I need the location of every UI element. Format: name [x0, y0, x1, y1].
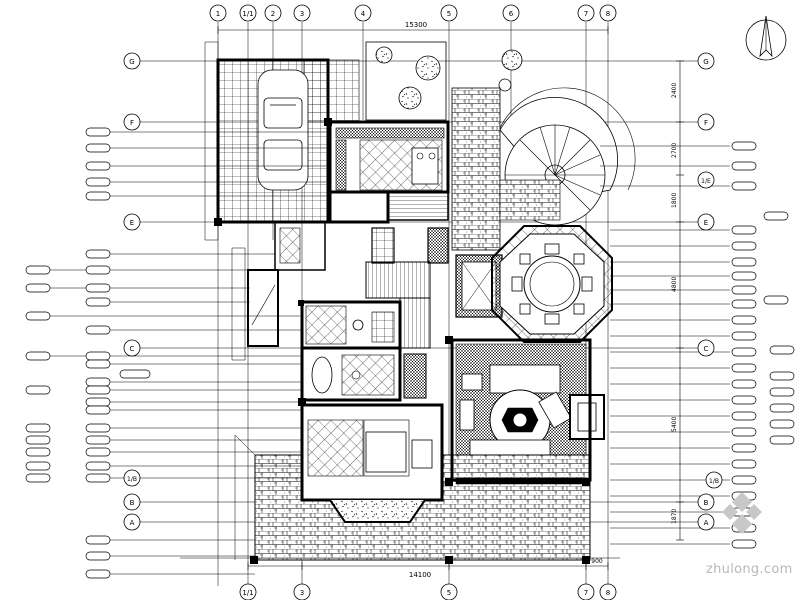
leader-lines-left	[50, 131, 330, 575]
grid-row-right-1: G	[703, 58, 708, 66]
grid-row-left-5: 1/B	[127, 476, 137, 483]
grid-row-left-2: F	[130, 119, 134, 127]
bottom-dimension	[247, 562, 609, 570]
tag-boxes-right	[731, 141, 795, 549]
grid-col-top-2: 1/1	[242, 10, 253, 18]
grid-col-top-5: 4	[361, 10, 366, 18]
grid-col-bottom-3: 5	[447, 589, 451, 597]
grid-row-right-6: 1/B	[709, 478, 719, 485]
north-arrow-icon	[745, 15, 787, 61]
grid-col-top-3: 2	[271, 10, 275, 18]
stone-path	[451, 87, 501, 251]
grid-bubbles-bottom	[239, 583, 617, 600]
right-dimension-labels: 2400 2700 1800 4800 5400 1870	[671, 83, 678, 524]
grid-row-left-1: G	[129, 58, 134, 66]
right-dim-5: 5400	[671, 417, 678, 432]
grid-col-top-4: 3	[300, 10, 304, 18]
grid-col-bottom-5: 8	[606, 589, 610, 597]
grid-col-top-7: 6	[509, 10, 514, 18]
right-dim-6: 1870	[671, 509, 678, 524]
top-dimension-label: 15300	[405, 21, 427, 29]
leader-lines-right	[600, 145, 730, 545]
grid-col-top-9: 8	[606, 10, 610, 18]
right-dim-1: 2400	[671, 83, 678, 98]
grid-col-bottom-4: 7	[584, 589, 588, 597]
watermark-logo-icon	[722, 492, 762, 534]
grid-col-top-8: 7	[584, 10, 588, 18]
grid-row-left-7: A	[130, 519, 135, 527]
tag-boxes-left	[25, 127, 151, 579]
grid-bubbles-left	[123, 52, 141, 531]
bottom-dimension-label: 14100	[409, 571, 431, 579]
right-dim-2: 2700	[671, 143, 678, 158]
watermark-text: zhulong.com	[706, 562, 793, 577]
grid-row-right-2: F	[704, 119, 708, 127]
right-dim-4: 4800	[671, 277, 678, 292]
bottom-right-dimension-label: 900	[591, 558, 603, 565]
grid-col-bottom-1: 1/1	[242, 589, 253, 597]
tree-icons	[375, 46, 523, 110]
grid-row-right-7: B	[704, 499, 709, 507]
grid-row-right-4: E	[704, 219, 708, 227]
grid-bubbles-top	[209, 4, 617, 22]
grid-bubbles-right	[697, 52, 723, 531]
car-icon	[257, 69, 309, 191]
grid-row-right-8: A	[704, 519, 709, 527]
garden	[365, 41, 447, 121]
top-dimension	[217, 26, 609, 34]
grid-col-top-1: 1	[216, 10, 220, 18]
grid-row-right-5: C	[704, 345, 709, 353]
grid-row-left-3: E	[130, 219, 134, 227]
grid-row-right-3: 1/E	[701, 178, 711, 185]
building	[180, 41, 636, 564]
right-dim-3: 1800	[671, 193, 678, 208]
grid-row-left-6: B	[130, 499, 135, 507]
dining-octagon	[491, 225, 613, 343]
grid-row-left-4: C	[130, 345, 135, 353]
grid-col-bottom-2: 3	[300, 589, 304, 597]
grid-col-top-6: 5	[447, 10, 451, 18]
right-dimension	[676, 60, 684, 541]
